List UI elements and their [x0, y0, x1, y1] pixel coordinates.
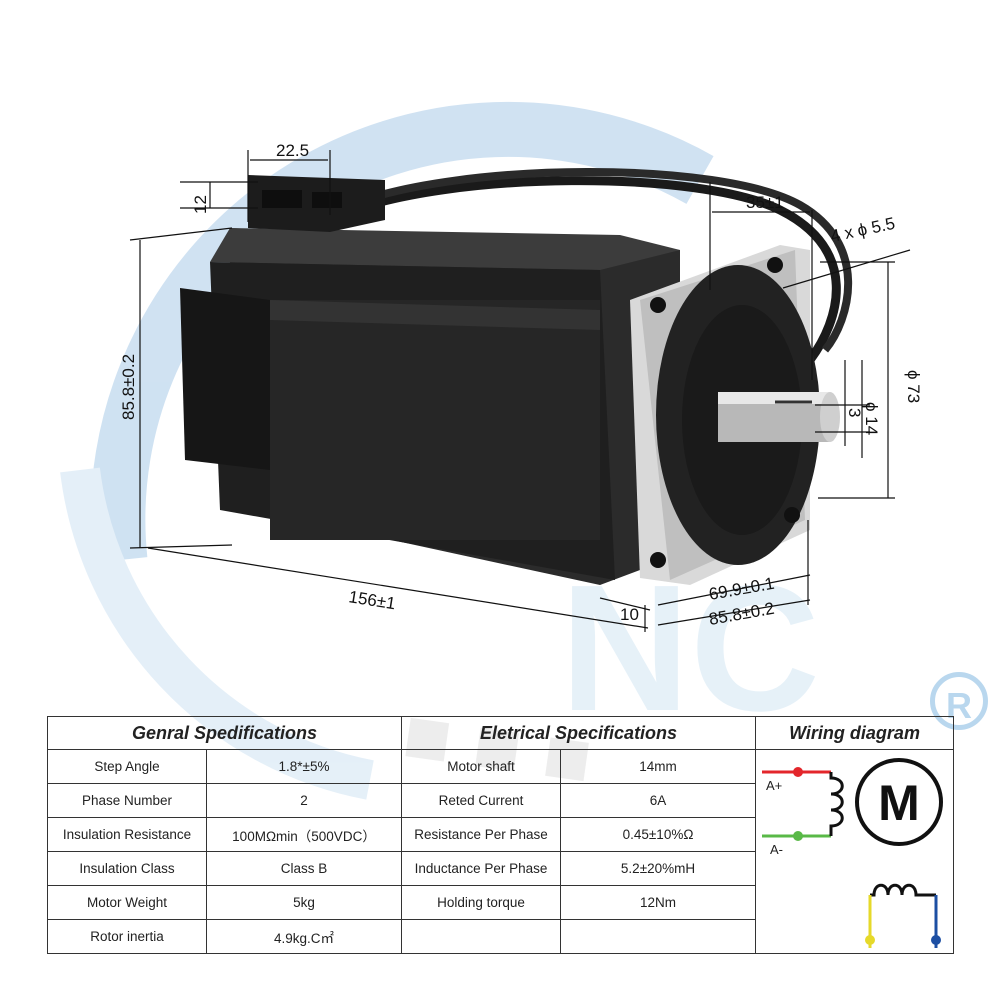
general-label: Insulation Class: [47, 851, 207, 886]
general-value: 1.8*±5%: [205, 749, 403, 784]
electrical-label: Inductance Per Phase: [401, 851, 562, 886]
general-value: 100MΩmin（500VDC）: [205, 817, 403, 852]
dim-connector-height: 12: [191, 195, 210, 214]
electrical-value: 0.45±10%Ω: [560, 817, 757, 852]
wiring-schematic: M A+ A- B+ B-: [762, 758, 944, 948]
general-label: Step Angle: [47, 749, 207, 784]
dimension-lines: [129, 150, 911, 632]
dim-shaft-length: 35±1: [746, 193, 784, 212]
dim-pilot-diameter: ϕ 73: [904, 370, 923, 403]
electrical-label: Reted Current: [401, 783, 562, 818]
motor-symbol-circle: [855, 758, 944, 846]
spec-table: Genral Spedifications Eletrical Specific…: [46, 716, 955, 954]
electrical-value: 14mm: [560, 749, 757, 784]
a-minus-terminal: [793, 831, 804, 841]
a-plus-terminal: [793, 767, 804, 777]
motor-symbol-letter: M: [878, 775, 920, 831]
dim-key-width: 3: [845, 408, 864, 417]
electrical-spec-title: Eletrical Specifications: [401, 716, 757, 750]
general-value: 2: [205, 783, 403, 818]
general-value: 5kg: [205, 885, 403, 920]
b-plus-terminal: [865, 935, 876, 945]
table-row: Insulation Class Class B Inductance Per …: [47, 851, 954, 886]
electrical-label: Motor shaft: [401, 749, 562, 784]
general-label: Phase Number: [47, 783, 207, 818]
coil-b: [870, 883, 937, 897]
electrical-value: 12Nm: [560, 885, 757, 920]
b-minus-terminal: [931, 935, 942, 945]
electrical-value: [560, 919, 757, 954]
table-row: Insulation Resistance 100MΩmin（500VDC） R…: [47, 817, 954, 852]
dim-motor-height: 85.8±0.2: [119, 354, 138, 420]
dim-connector-width: 22.5: [276, 141, 309, 160]
electrical-label: Holding torque: [401, 885, 562, 920]
coil-a: [829, 772, 844, 836]
electrical-label: [401, 919, 562, 954]
general-label: Motor Weight: [47, 885, 207, 920]
electrical-value: 5.2±20%mH: [560, 851, 757, 886]
general-spec-title: Genral Spedifications: [46, 716, 403, 750]
general-label: Rotor inertia: [47, 919, 207, 954]
electrical-label: Resistance Per Phase: [401, 817, 562, 852]
general-value: Class B: [205, 851, 403, 886]
dim-flange-thickness: 10: [620, 605, 639, 624]
a-minus-label: A-: [770, 842, 783, 857]
general-value: 4.9kg.C㎡: [205, 919, 403, 954]
a-plus-label: A+: [766, 778, 782, 793]
dim-motor-length: 156±1: [347, 587, 397, 613]
dim-shaft-diameter: ϕ 14: [862, 402, 881, 435]
wiring-diagram-title: Wiring diagram: [755, 716, 955, 750]
table-row: Rotor inertia 4.9kg.C㎡: [47, 919, 954, 954]
general-label: Insulation Resistance: [47, 817, 207, 852]
dim-mount-holes: 4 x ϕ 5.5: [829, 214, 897, 246]
electrical-value: 6A: [560, 783, 757, 818]
table-row: Step Angle 1.8*±5% Motor shaft 14mm M A+…: [47, 749, 955, 954]
wiring-diagram: M A+ A- B+ B-: [755, 749, 955, 954]
